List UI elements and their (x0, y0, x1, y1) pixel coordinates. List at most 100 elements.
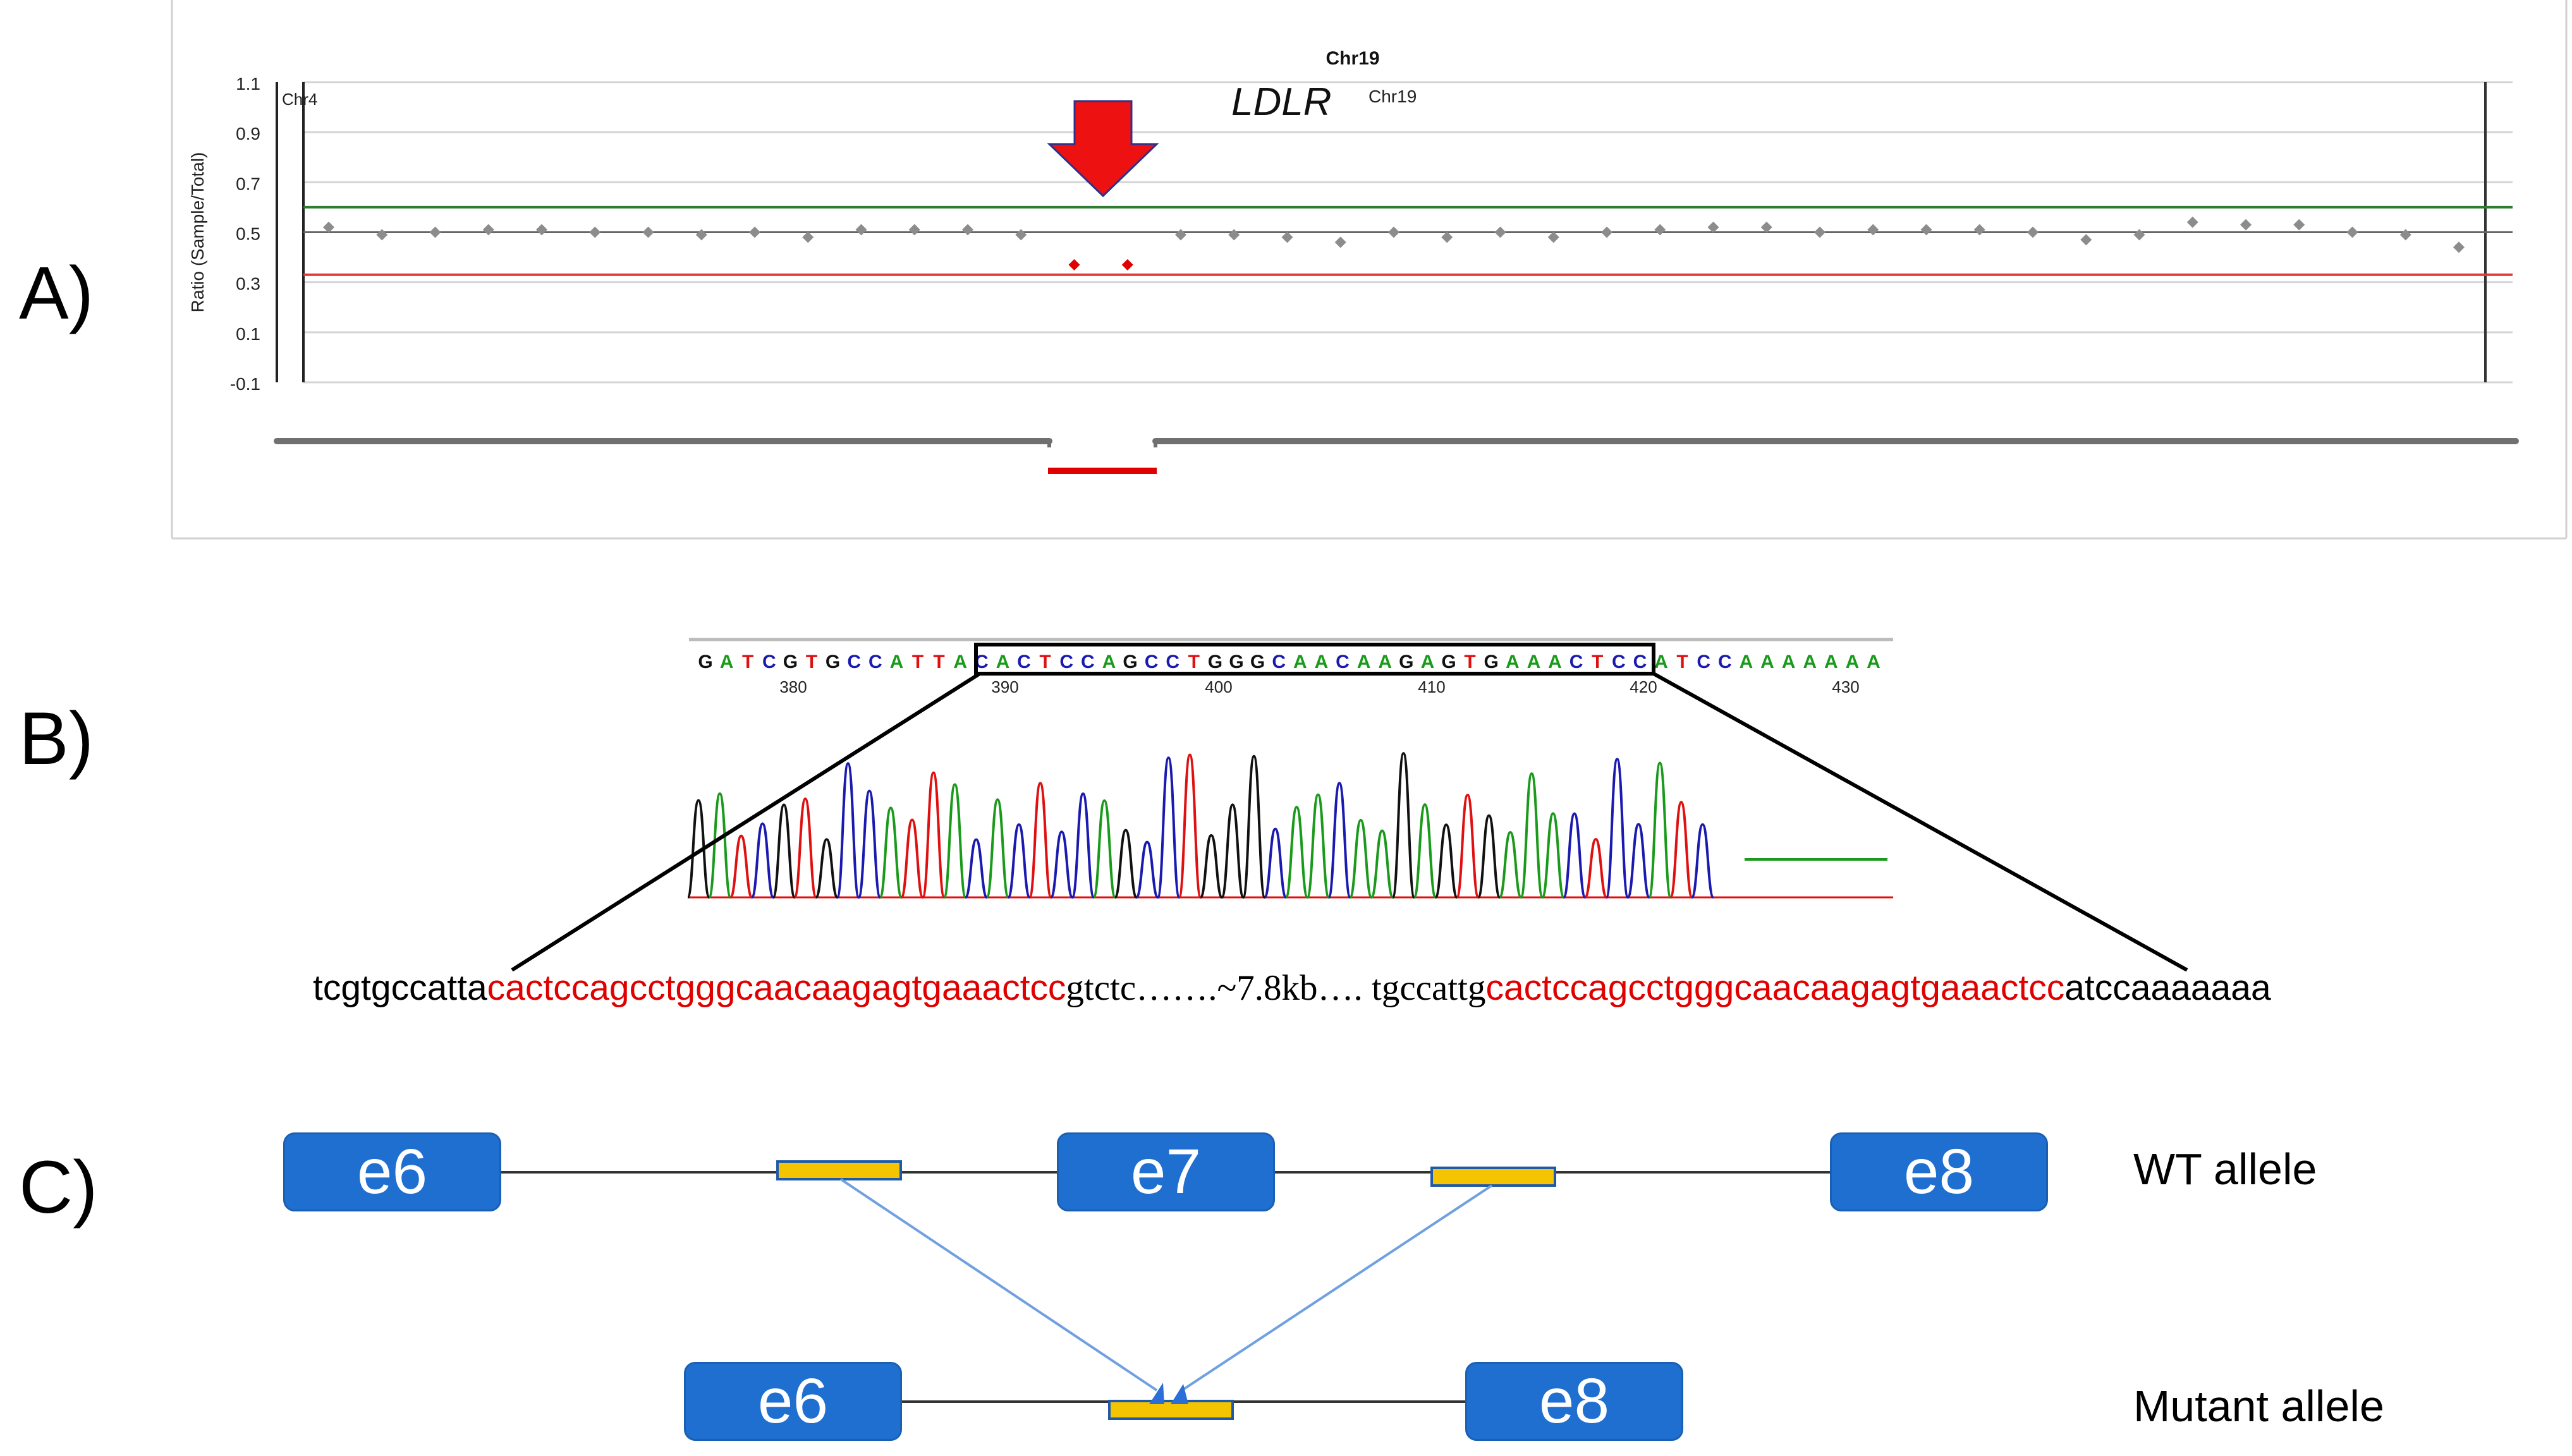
sequence-right-flank: atccaaaaaaa (2064, 968, 2271, 1008)
wt-exon-e6: e6 (283, 1132, 501, 1211)
deletion-arrow-icon (1047, 100, 1159, 198)
base-call: G (1229, 652, 1243, 672)
base-call: T (1592, 652, 1603, 672)
base-call: A (1824, 652, 1838, 672)
probe-point (802, 231, 814, 243)
chr19-header: Chr19 (1326, 48, 1379, 69)
base-call: A (1782, 652, 1796, 672)
base-call: C (1081, 652, 1095, 672)
position-label: 380 (779, 677, 807, 696)
base-call: A (1846, 652, 1860, 672)
trace-a (707, 761, 1672, 899)
base-call: T (806, 652, 817, 672)
sequence-repeat-1: cactccagcctgggcaacaagagtgaaactcc (487, 968, 1066, 1008)
base-call: C (1272, 652, 1286, 672)
panel-label-c: C) (19, 1146, 98, 1229)
probe-point (536, 224, 547, 236)
probe-point (1015, 229, 1027, 241)
base-call: T (1039, 652, 1051, 672)
base-call: A (1760, 652, 1774, 672)
y-tick-label: 0.3 (236, 274, 260, 294)
base-call: C (975, 652, 989, 672)
base-call: G (1399, 652, 1413, 672)
probe-point (855, 224, 867, 236)
probe-point (376, 229, 388, 241)
trace-t (729, 753, 1693, 899)
trace-c (750, 756, 1715, 899)
wt-allele-label: WT allele (2133, 1144, 2317, 1194)
base-call: A (1315, 652, 1329, 672)
sequence-repeat-2: cactccagcctgggcaacaagagtgaaactcc (1485, 968, 2065, 1008)
wt-exon-e8: e8 (1830, 1132, 2048, 1211)
base-call: A (1421, 652, 1435, 672)
probe-point (2133, 229, 2145, 241)
base-call: A (1803, 652, 1817, 672)
sequence-deleted-gap: gtctc…….~7.8kb…. tgccattg (1066, 968, 1486, 1008)
base-call: C (1017, 652, 1031, 672)
position-label: 410 (1418, 677, 1445, 696)
probe-point (1867, 224, 1879, 236)
probe-point (2399, 229, 2411, 241)
y-tick-label: 0.1 (236, 324, 260, 344)
base-call: C (1612, 652, 1626, 672)
base-call: A (953, 652, 967, 672)
probe-point (2346, 226, 2358, 238)
mutant-exon-e8: e8 (1465, 1362, 1683, 1441)
base-call: C (1336, 652, 1350, 672)
mutant-exon-e6: e6 (684, 1362, 902, 1441)
y-axis-label: Ratio (Sample/Total) (188, 152, 207, 313)
probe-point (1334, 236, 1346, 248)
y-tick-label: 0.5 (236, 224, 260, 244)
position-label: 420 (1630, 677, 1657, 696)
probe-point (2080, 234, 2092, 246)
arrowhead-right-icon (1171, 1384, 1188, 1404)
probe-point (1228, 229, 1240, 241)
panel-label-a: A) (19, 252, 94, 335)
base-call: A (1740, 652, 1753, 672)
base-call: C (1569, 652, 1583, 672)
base-call: A (1654, 652, 1668, 672)
base-call: G (1484, 652, 1499, 672)
base-call: C (762, 652, 776, 672)
wt-alu-element-2 (1430, 1167, 1556, 1187)
probe-point (1388, 226, 1399, 238)
base-call: G (826, 652, 840, 672)
sequence-left-flank: tcgtgccatta (313, 968, 487, 1008)
mutant-alu-element (1108, 1400, 1234, 1420)
base-call: A (720, 652, 734, 672)
base-call: A (1527, 652, 1541, 672)
base-call: T (912, 652, 923, 672)
base-call: A (996, 652, 1010, 672)
probe-point (482, 224, 494, 236)
probe-point (1814, 226, 1825, 238)
position-label: 390 (991, 677, 1018, 696)
probe-point (1654, 224, 1666, 236)
base-call: G (783, 652, 798, 672)
probe-point (1281, 231, 1293, 243)
gene-label-ldlr: LDLR (1231, 80, 1332, 124)
base-call: T (742, 652, 753, 672)
position-label: 430 (1832, 677, 1859, 696)
recombination-line-left (839, 1178, 1158, 1392)
probe-point (1760, 221, 1772, 233)
base-call: C (847, 652, 861, 672)
position-label: 400 (1205, 677, 1232, 696)
probe-point (589, 226, 601, 238)
trace-g (686, 752, 1501, 899)
probe-point (642, 226, 654, 238)
base-call: C (869, 652, 882, 672)
deleted-probe-point (1068, 258, 1080, 270)
probe-point (2186, 216, 2198, 228)
base-call: A (1548, 652, 1562, 672)
base-call: C (1718, 652, 1732, 672)
base-call: G (1441, 652, 1456, 672)
base-call: C (1633, 652, 1647, 672)
panel-label-b: B) (19, 697, 94, 780)
base-call: G (698, 652, 712, 672)
probe-point (749, 226, 760, 238)
junction-sequence: tcgtgccattacactccagcctgggcaacaagagtgaaac… (313, 968, 2462, 1008)
probe-point (2240, 219, 2252, 231)
arrowhead-left-icon (1149, 1383, 1164, 1404)
base-call: A (1102, 652, 1116, 672)
